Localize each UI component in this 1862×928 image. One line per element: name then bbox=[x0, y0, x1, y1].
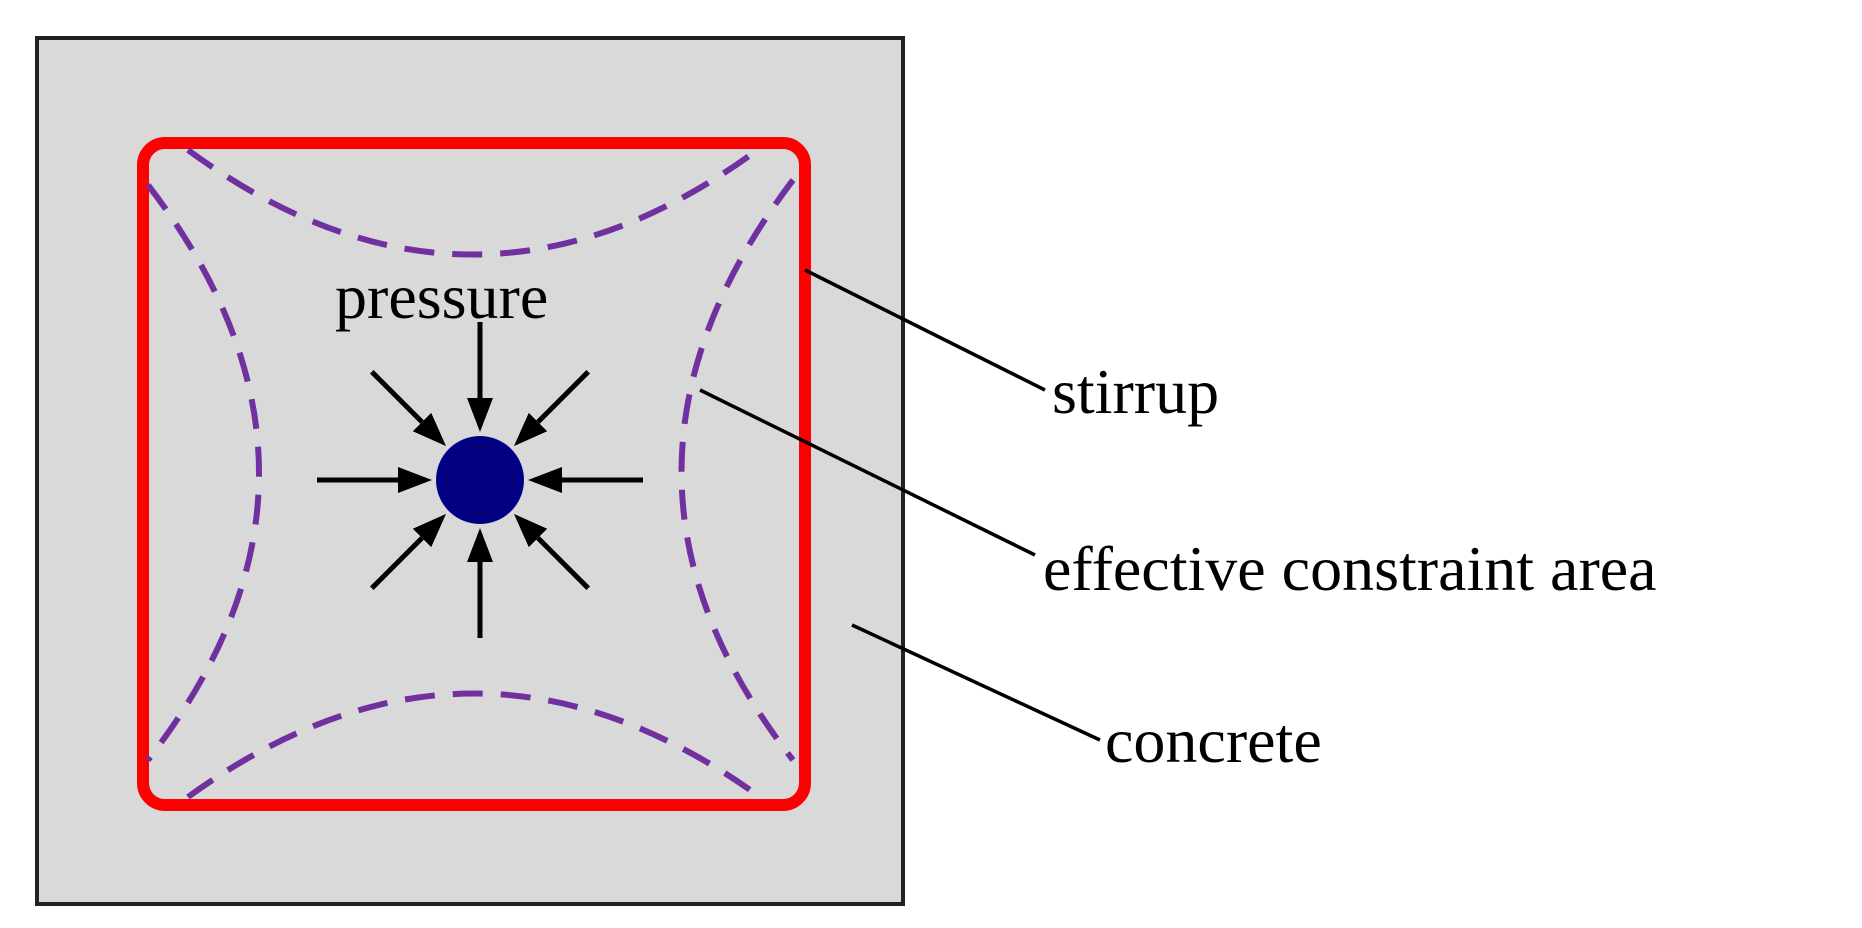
constraint-arc-right bbox=[678, 178, 796, 762]
pressure-label: pressure bbox=[335, 261, 548, 332]
pressure-arrow-icon-right bbox=[528, 467, 643, 493]
pressure-arrow-head bbox=[513, 412, 548, 447]
constraint-arc-top bbox=[186, 145, 762, 258]
pressure-arrow-icon-left bbox=[317, 467, 432, 493]
pressure-arrow-icon-bottom-right bbox=[513, 513, 590, 590]
pressure-arrow-icon-top-left bbox=[370, 370, 447, 447]
pressure-arrow-head bbox=[467, 528, 493, 562]
pressure-arrow-shaft bbox=[536, 370, 590, 424]
effective-constraint-boundary bbox=[145, 145, 796, 800]
pressure-arrow-head bbox=[412, 412, 447, 447]
pressure-arrow-head bbox=[398, 467, 432, 493]
effective-constraint-area-label: effective constraint area bbox=[1043, 533, 1657, 604]
pressure-arrow-shaft bbox=[536, 536, 590, 590]
leader-lines bbox=[699, 268, 1101, 742]
pressure-arrow-shaft bbox=[370, 370, 424, 424]
leader-concrete bbox=[851, 623, 1101, 742]
pressure-arrows bbox=[317, 322, 643, 638]
pressure-arrow-icon-top-right bbox=[513, 370, 590, 447]
pressure-arrow-head bbox=[528, 467, 562, 493]
pressure-arrow-head bbox=[412, 513, 447, 548]
constraint-arc-bottom bbox=[186, 690, 762, 800]
stirrup-label: stirrup bbox=[1052, 356, 1219, 427]
pressure-arrow-shaft bbox=[370, 536, 424, 590]
stirrup-hoop bbox=[137, 137, 811, 811]
leader-stirrup bbox=[804, 268, 1046, 392]
leader-effective-constraint-area bbox=[699, 388, 1036, 557]
concrete-label: concrete bbox=[1105, 705, 1322, 776]
pressure-arrow-head bbox=[467, 398, 493, 432]
pressure-arrow-icon-bottom bbox=[467, 528, 493, 638]
pressure-arrow-icon-top bbox=[467, 322, 493, 432]
pressure-arrow-head bbox=[513, 513, 548, 548]
pressure-arrow-icon-bottom-left bbox=[370, 513, 447, 590]
core-dot-icon bbox=[436, 436, 524, 524]
constraint-arc-left bbox=[145, 183, 262, 762]
